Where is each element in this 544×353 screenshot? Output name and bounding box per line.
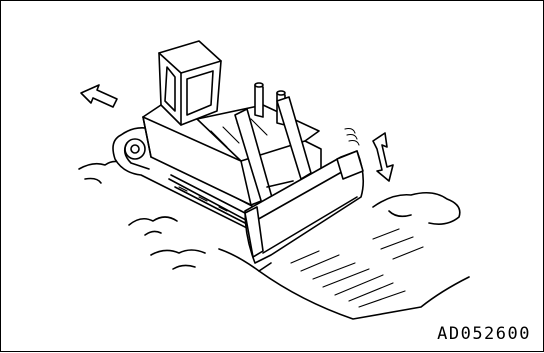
direction-arrow-icon (81, 85, 117, 107)
up-down-arrow-icon (373, 133, 393, 181)
operator-cab (143, 41, 221, 125)
figure-code: AD052600 (437, 324, 531, 344)
motion-marks (345, 129, 359, 146)
